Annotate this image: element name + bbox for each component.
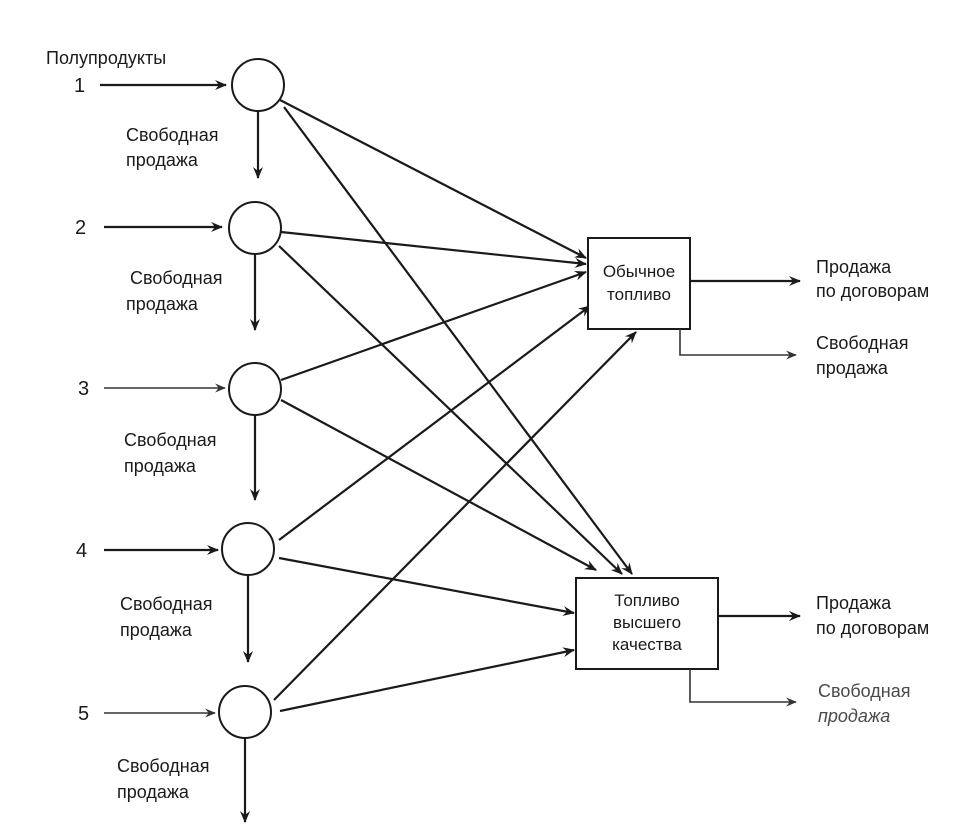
edge-2-premium [278, 245, 623, 575]
svg-text:продажа: продажа [818, 706, 890, 726]
source-number-1: 1 [74, 75, 85, 97]
svg-text:Свободная: Свободная [120, 594, 213, 614]
source-node-4 [221, 522, 275, 576]
free-sale-label-4: Свободная продажа [120, 594, 213, 640]
premium-free-sale-label: Свободная продажа [818, 681, 911, 726]
svg-text:Свободная: Свободная [117, 756, 210, 776]
regular-free-sale-arrow [679, 329, 797, 360]
regular-contract-sale-label: Продажа по договорам [816, 257, 929, 301]
svg-text:Свободная: Свободная [816, 333, 909, 353]
free-sale-label-5: Свободная продажа [117, 756, 210, 802]
svg-text:продажа: продажа [816, 358, 889, 378]
svg-text:Топливо: Топливо [614, 591, 679, 610]
source-node-5 [218, 685, 272, 739]
semi-products-label: Полупродукты [46, 48, 166, 68]
svg-text:качества: качества [612, 635, 682, 654]
regular-fuel-label: Обычное топливо [603, 262, 675, 304]
svg-text:Продажа: Продажа [816, 593, 892, 613]
svg-text:Свободная: Свободная [130, 268, 223, 288]
svg-text:по договорам: по договорам [816, 281, 929, 301]
edge-5-premium [279, 647, 575, 713]
source-node-1 [231, 58, 285, 112]
edge-4-regular [278, 305, 591, 541]
svg-text:Продажа: Продажа [816, 257, 892, 277]
premium-fuel-box [575, 577, 719, 670]
source-number-5: 5 [78, 703, 89, 725]
free-sale-label-3: Свободная продажа [124, 430, 217, 476]
edge-1-regular [279, 99, 587, 259]
edge-2-regular [280, 230, 587, 268]
premium-free-sale-arrow [689, 669, 797, 707]
svg-text:Обычное: Обычное [603, 262, 675, 281]
svg-text:продажа: продажа [120, 620, 193, 640]
svg-text:Свободная: Свободная [124, 430, 217, 450]
source-node-3 [228, 362, 282, 416]
source-number-3: 3 [78, 378, 89, 400]
source-number-4: 4 [76, 540, 87, 562]
svg-text:топливо: топливо [607, 285, 671, 304]
edge-5-regular [273, 331, 637, 701]
svg-text:высшего: высшего [613, 613, 681, 632]
edge-1-premium [283, 106, 633, 575]
svg-text:продажа: продажа [124, 456, 197, 476]
svg-text:Свободная: Свободная [126, 125, 219, 145]
svg-text:продажа: продажа [126, 294, 199, 314]
regular-fuel-box [587, 237, 691, 330]
free-sale-label-1: Свободная продажа [126, 125, 219, 170]
svg-text:продажа: продажа [117, 782, 190, 802]
source-node-2 [228, 201, 282, 255]
svg-text:по договорам: по договорам [816, 618, 929, 638]
source-number-2: 2 [75, 217, 86, 239]
premium-fuel-label: Топливо высшего качества [612, 591, 682, 654]
svg-text:продажа: продажа [126, 150, 199, 170]
edge-3-regular [280, 270, 587, 382]
edge-4-premium [278, 556, 575, 616]
free-sale-label-2: Свободная продажа [126, 268, 223, 314]
svg-text:Свободная: Свободная [818, 681, 911, 701]
regular-free-sale-label: Свободная продажа [816, 333, 909, 378]
premium-contract-sale-label: Продажа по договорам [816, 593, 929, 638]
edge-3-premium [280, 399, 597, 571]
